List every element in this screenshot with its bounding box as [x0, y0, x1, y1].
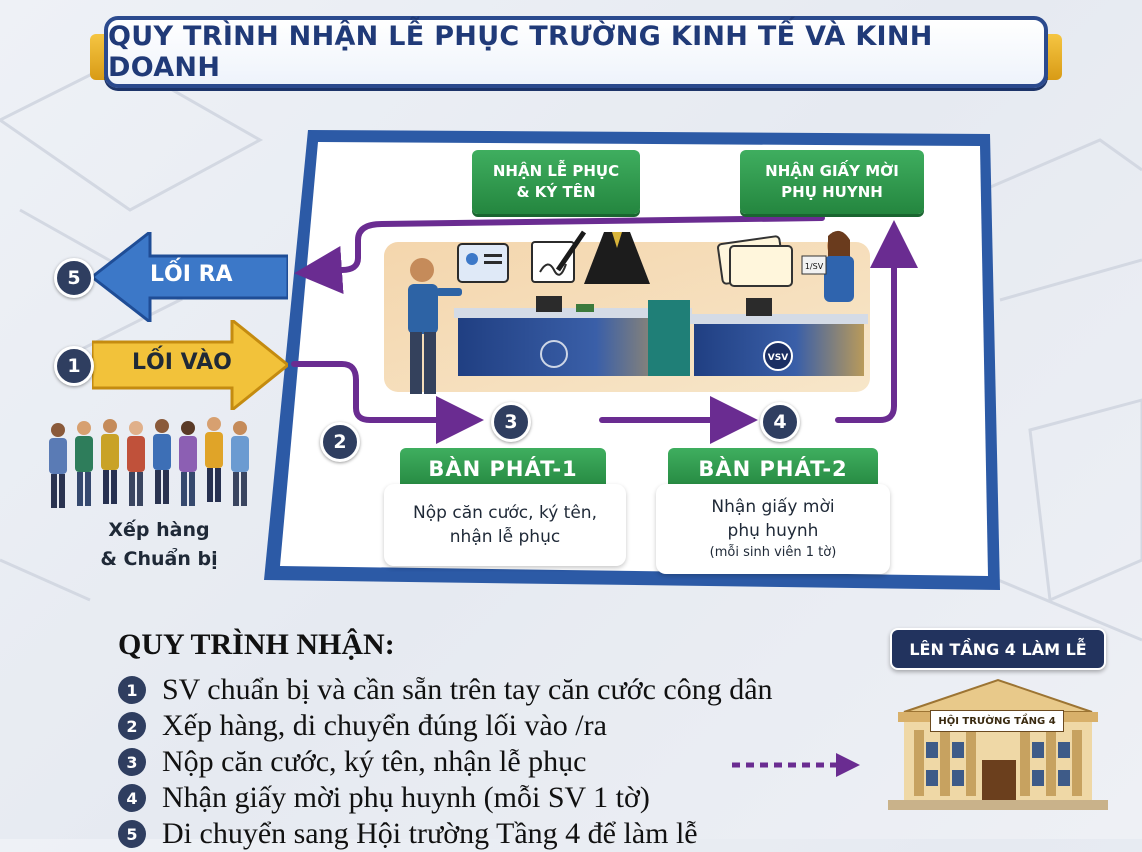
- title-frame: QUY TRÌNH NHẬN LỄ PHỤC TRƯỜNG KINH TẾ VÀ…: [104, 16, 1048, 88]
- list-item: 5 Di chuyển sang Hội trường Tầng 4 để làm…: [118, 816, 773, 852]
- steps-list: 1 SV chuẩn bị và cần sẵn trên tay căn cướ…: [118, 672, 773, 852]
- tag-receive-gown-sign: NHẬN LỄ PHỤC & KÝ TÊN: [472, 150, 640, 214]
- exit-label: LỐI RA: [150, 262, 233, 287]
- step-2-badge: 2: [320, 422, 360, 462]
- step-text: Xếp hàng, di chuyển đúng lối vào /ra: [162, 709, 607, 742]
- step-text: Di chuyển sang Hội trường Tầng 4 để làm …: [162, 817, 698, 850]
- graduation-gown-icon: [584, 232, 650, 284]
- staff-figure: 1/SV: [801, 230, 854, 302]
- step-1-badge: 1: [54, 346, 94, 386]
- id-card-icon: [457, 243, 509, 283]
- step-5-badge: 5: [54, 258, 94, 298]
- list-item: 4 Nhận giấy mời phụ huynh (mỗi SV 1 tờ): [118, 780, 773, 816]
- desk-2-note: (mỗi sinh viên 1 tờ): [709, 545, 837, 560]
- exit-arrow: [92, 232, 288, 322]
- step-text: SV chuẩn bị và cần sẵn trên tay căn cước…: [162, 673, 773, 706]
- desk-2-label: BÀN PHÁT-2: [668, 448, 878, 490]
- step-text: Nộp căn cước, ký tên, nhận lễ phục: [162, 745, 587, 778]
- entrance-arrow: [92, 320, 288, 410]
- step-number: 5: [118, 820, 146, 848]
- desk-1-card: Nộp căn cước, ký tên, nhận lễ phục: [384, 484, 626, 566]
- entrance-label: LỐI VÀO: [132, 350, 232, 375]
- hall-building-illustration: [888, 678, 1108, 810]
- list-item: 2 Xếp hàng, di chuyển đúng lối vào /ra: [118, 708, 773, 744]
- floor-4-tag: LÊN TẦNG 4 LÀM LỄ: [890, 628, 1106, 670]
- desk-1-description: Nộp căn cước, ký tên, nhận lễ phục: [413, 503, 597, 547]
- hall-sign: HỘI TRƯỜNG TẦNG 4: [930, 710, 1064, 732]
- step-number: 4: [118, 784, 146, 812]
- steps-title: QUY TRÌNH NHẬN:: [118, 628, 395, 661]
- tag-receive-invitation: NHẬN GIẤY MỜI PHỤ HUYNH: [740, 150, 924, 214]
- step-number: 2: [118, 712, 146, 740]
- paper-sign: 1/SV: [805, 262, 824, 271]
- counter-sign: VSV: [768, 353, 788, 363]
- list-item: 1 SV chuẩn bị và cần sẵn trên tay căn cướ…: [118, 672, 773, 708]
- sign-pen-icon: [531, 230, 587, 283]
- page-title: QUY TRÌNH NHẬN LỄ PHỤC TRƯỜNG KINH TẾ VÀ…: [108, 21, 933, 83]
- list-item: 3 Nộp căn cước, ký tên, nhận lễ phục: [118, 744, 773, 780]
- student-figure: [408, 258, 462, 394]
- step-text: Nhận giấy mời phụ huynh (mỗi SV 1 tờ): [162, 781, 650, 814]
- desk-2-card: Nhận giấy mời phụ huynh (mỗi sinh viên 1…: [656, 484, 890, 574]
- queue-label: Xếp hàng & Chuẩn bị: [100, 519, 218, 570]
- desk-1-label: BÀN PHÁT-1: [400, 448, 606, 490]
- dotted-arrow-icon: [732, 753, 860, 777]
- step-4-badge: 4: [760, 402, 800, 442]
- desk-2-description: Nhận giấy mời phụ huynh: [711, 497, 835, 541]
- invitation-cards-icon: [717, 235, 793, 287]
- title-banner: QUY TRÌNH NHẬN LỄ PHỤC TRƯỜNG KINH TẾ VÀ…: [86, 10, 1066, 96]
- step-number: 3: [118, 748, 146, 776]
- step-3-badge: 3: [491, 402, 531, 442]
- queue-people-illustration: [49, 417, 249, 508]
- step-number: 1: [118, 676, 146, 704]
